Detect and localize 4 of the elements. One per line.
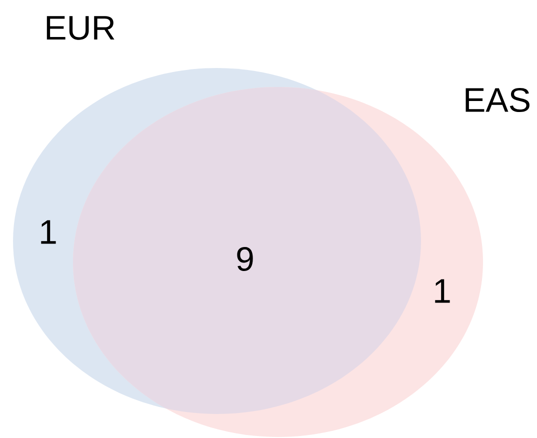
- count-label: 9: [237, 246, 253, 272]
- count-label: 1: [41, 220, 56, 244]
- count-label: 1: [435, 279, 450, 303]
- node-label: EUR: [46, 16, 114, 40]
